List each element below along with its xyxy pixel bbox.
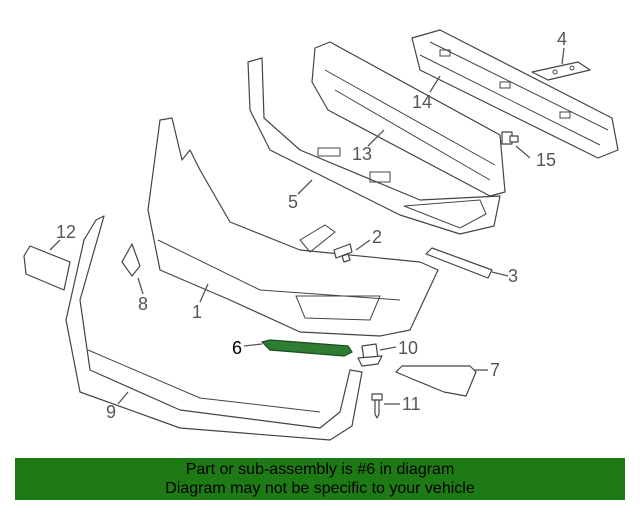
callouts: 1 2 3 4 5 6 7 8 9 10 11 12 13 14 15 [56, 29, 567, 422]
callout-7: 7 [490, 360, 500, 380]
banner-line-1: Part or sub-assembly is #6 in diagram [185, 461, 455, 478]
callout-2: 2 [372, 227, 382, 247]
part-4-bracket [531, 61, 591, 81]
part-12-plate [23, 245, 71, 291]
callout-12: 12 [56, 222, 76, 242]
callout-10: 10 [398, 338, 418, 358]
part-15-clip [501, 131, 519, 145]
part-5-upper-cover [247, 57, 501, 235]
part-1-bumper-cover [147, 117, 439, 337]
leader-lines [49, 47, 565, 405]
part-10-clip [357, 343, 383, 367]
part-7-garnish [395, 365, 477, 397]
callout-3: 3 [508, 266, 518, 286]
callout-13: 13 [352, 144, 372, 164]
callout-8: 8 [138, 294, 148, 314]
banner-line-2: Diagram may not be specific to your vehi… [165, 480, 475, 497]
part-2-bolt [333, 243, 353, 263]
callout-9: 9 [106, 402, 116, 422]
callout-14: 14 [412, 92, 432, 112]
part-3-bracket [425, 247, 493, 279]
callout-1: 1 [192, 302, 202, 322]
part-8-reflector [121, 243, 141, 277]
callout-6: 6 [232, 338, 242, 358]
part-9-lower-cover [65, 215, 363, 441]
parts-diagram: 1 2 3 4 5 6 7 8 9 10 11 12 13 14 15 [23, 29, 619, 441]
part-6-trim-strip [260, 339, 353, 357]
callout-4: 4 [557, 29, 567, 49]
callout-11: 11 [402, 394, 421, 414]
callout-15: 15 [536, 150, 556, 170]
part-13-absorber [311, 41, 506, 197]
part-14-reinforcement-beam [411, 29, 619, 159]
info-banner: Part or sub-assembly is #6 in diagram Di… [15, 458, 625, 500]
part-11-screw [371, 393, 383, 419]
callout-5: 5 [288, 192, 298, 212]
